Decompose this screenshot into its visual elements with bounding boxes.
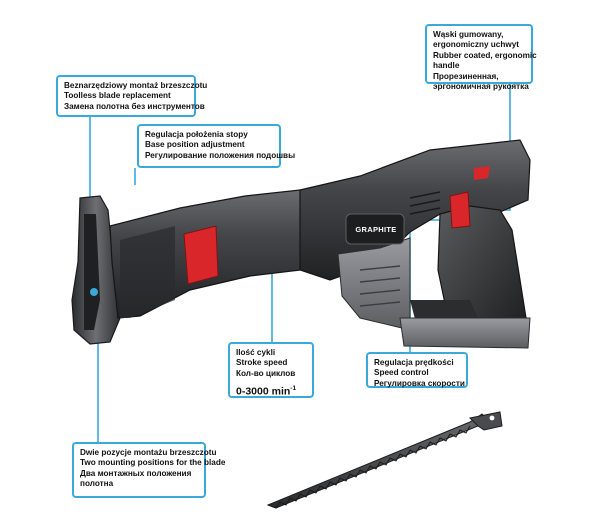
- callout-stroke-speed: Ilość cykli Stroke speed Кол-во циклов 0…: [228, 342, 314, 398]
- callout-text-pl: Dwie pozycje montażu brzeszczotu: [80, 448, 217, 457]
- callout-text-en-2: handle: [433, 61, 460, 71]
- brand-logo: GRAPHITE: [352, 222, 400, 236]
- callout-speed-control: Regulacja prędkości Speed control Регули…: [366, 352, 468, 388]
- callout-text-en-1: Rubber coated, ergonomic: [433, 50, 537, 60]
- callout-text-ru-2: эргономичная рукоятка: [433, 82, 529, 92]
- callout-text-en: Base position adjustment: [145, 140, 245, 150]
- callout-text-pl: Ilość cykli: [236, 348, 276, 357]
- callout-handle: Wąski gumowany, ergonomiczny uchwyt Rubb…: [425, 24, 537, 91]
- callout-text-ru: Регулировка скорости: [374, 378, 465, 388]
- callout-blade-mount: Beznarzędziowy montaż brzeszczotu Toolle…: [56, 75, 208, 117]
- callout-text-ru-2: полотна: [80, 479, 114, 489]
- callout-text-ru: Регулирование положения подошвы: [145, 150, 296, 160]
- callout-text-en: Two mounting positions for the blade: [80, 458, 226, 468]
- callout-text-en: Speed control: [374, 368, 429, 378]
- mount-pin-icon: [90, 288, 98, 296]
- callout-text-ru-1: Прорезиненная,: [433, 71, 499, 81]
- brand-logo-text: GRAPHITE: [355, 224, 397, 234]
- callout-text-pl-2: ergonomiczny uchwyt: [433, 40, 519, 50]
- callout-text-en: Stroke speed: [236, 358, 288, 368]
- callout-text-ru: Замена полотна без инструментов: [64, 101, 205, 111]
- stroke-speed-value: 0-3000 min-1: [236, 385, 297, 398]
- callout-base-adjust: Regulacja położenia stopy Base position …: [137, 124, 296, 168]
- callout-text-pl: Regulacja prędkości: [374, 358, 454, 367]
- callout-text-pl: Beznarzędziowy montaż brzeszczotu: [64, 81, 208, 90]
- lock-button-red: [474, 166, 490, 180]
- callout-text-en: Toolless blade replacement: [64, 91, 171, 101]
- callout-text-ru: Кол-во циклов: [236, 368, 296, 378]
- callout-mount-positions: Dwie pozycje montażu brzeszczotu Two mou…: [72, 442, 226, 498]
- callout-text-pl: Regulacja położenia stopy: [145, 130, 248, 139]
- callout-text-ru-1: Два монтажных положения: [80, 468, 192, 478]
- saw-body: [71, 139, 531, 349]
- callout-text-pl-1: Wąski gumowany,: [433, 30, 504, 39]
- trigger-red: [449, 191, 471, 229]
- saw-blade: [266, 411, 503, 509]
- base-lever-red: [183, 225, 219, 285]
